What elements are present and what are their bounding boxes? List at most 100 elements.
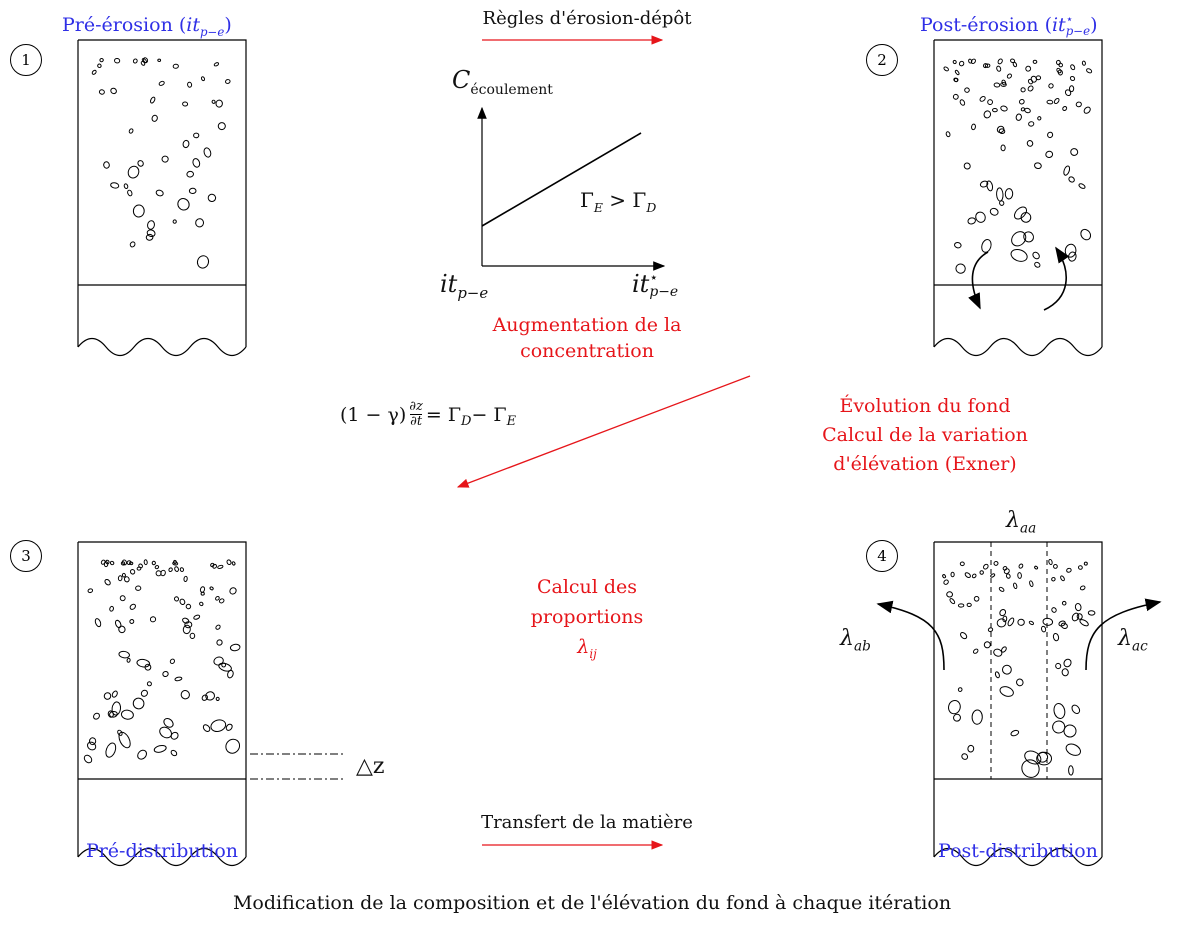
panel-4-caption: Post-distribution (938, 840, 1098, 862)
figure-caption: Modification de la composition et de l'é… (232, 892, 952, 914)
sediment-grain (154, 565, 160, 570)
sediment-grain (146, 229, 156, 237)
sediment-grain (110, 87, 117, 95)
panel-4-column (876, 541, 1162, 867)
sediment-grain (161, 155, 169, 163)
sediment-grain (1020, 212, 1032, 223)
sediment-grain (1087, 610, 1096, 616)
sediment-grain (1010, 248, 1028, 262)
sediment-grain (179, 598, 186, 606)
sediment-grain (1028, 121, 1035, 127)
sediment-grain (107, 710, 114, 718)
sediment-grain (97, 63, 102, 69)
sediment-grain (1048, 83, 1054, 89)
lambda-ab-arrow (876, 600, 945, 671)
sediment-grain (180, 690, 190, 700)
sediment-grain (1051, 576, 1056, 582)
lambda-ac-arrow (1085, 598, 1162, 671)
sediment-grain (213, 656, 224, 666)
sediment-grain (997, 58, 1003, 65)
sediment-grain (1068, 85, 1075, 93)
sediment-grain (122, 559, 127, 566)
sediment-grain (986, 180, 994, 192)
sediment-grain (1025, 65, 1032, 72)
sediment-grain (1055, 662, 1062, 670)
sediment-grain (996, 618, 1007, 628)
sediment-grain (961, 753, 969, 760)
sediment-grain (83, 754, 93, 764)
sediment-grain (1053, 564, 1058, 569)
sediment-grain (217, 564, 224, 569)
sediment-grain (227, 669, 234, 679)
sediment-grain (143, 559, 148, 566)
sediment-grain (145, 233, 154, 241)
sediment-grain (1006, 73, 1012, 79)
sediment-grain (979, 570, 984, 575)
sediment-grain (1047, 131, 1054, 139)
sediment-grain (129, 603, 136, 610)
sediment-grain (140, 689, 148, 697)
sediment-grain (1063, 165, 1071, 176)
sediment-grain (100, 559, 106, 565)
sediment-grain (1003, 568, 1010, 575)
sediment-grain (998, 128, 1006, 135)
panel-2-erosion-arrow (968, 251, 989, 310)
sediment-grain (979, 96, 986, 102)
sediment-grain (1045, 150, 1054, 159)
bottom-arrow-label: Transfert de la matière (481, 812, 693, 833)
graph-concentration-line (481, 132, 642, 227)
sediment-grain (217, 122, 226, 131)
sediment-grain (200, 76, 206, 82)
sediment-grain (993, 82, 1001, 88)
sediment-grain (996, 125, 1005, 134)
sediment-grain (949, 598, 956, 605)
sediment-grain (111, 690, 118, 698)
sediment-grain (114, 57, 121, 64)
sediment-grain (1069, 75, 1076, 82)
sediment-grain (1064, 243, 1077, 258)
sediment-grain (1053, 702, 1066, 720)
sediment-grain (1034, 162, 1042, 170)
sediment-grain (129, 619, 135, 624)
sediment-grain (126, 657, 131, 663)
sediment-grain (984, 63, 991, 68)
sediment-grain (187, 81, 193, 88)
sediment-grain (1020, 87, 1026, 93)
sediment-grain (121, 572, 126, 578)
sediment-grain (105, 559, 110, 565)
sediment-grain (950, 571, 955, 578)
sediment-grain (174, 566, 179, 572)
sediment-grain (1070, 64, 1076, 71)
sediment-grain (155, 189, 164, 197)
sediment-grain (157, 58, 162, 63)
sediment-grain (109, 560, 115, 566)
sediment-grain (147, 220, 155, 230)
sediment-grain (1075, 101, 1082, 108)
sediment-grain (993, 648, 1003, 657)
sediment-grain (1042, 617, 1054, 626)
sediment-grain (126, 560, 132, 565)
sediment-grain (973, 596, 980, 602)
panel-2-number: 2 (866, 44, 898, 76)
sediment-grain (968, 58, 973, 64)
sediment-grain (957, 603, 965, 608)
sediment-grain (954, 69, 960, 76)
sediment-grain (211, 99, 216, 104)
sediment-grain (989, 207, 999, 216)
sediment-grain (948, 699, 961, 715)
panel-4-wavy-bottom (933, 847, 1103, 867)
sediment-grain (119, 595, 126, 602)
sediment-grain (141, 58, 148, 64)
sediment-grain (998, 586, 1005, 592)
sediment-grain (1000, 105, 1008, 112)
sediment-grain (88, 737, 97, 746)
sediment-grain (103, 692, 112, 700)
panel-2-grains (943, 58, 1093, 274)
sediment-grain (200, 591, 205, 596)
sediment-grain (1015, 113, 1022, 121)
sediment-grain (218, 662, 232, 672)
sediment-grain (1081, 60, 1086, 66)
sediment-grain (162, 670, 169, 678)
sediment-grain (987, 627, 994, 633)
